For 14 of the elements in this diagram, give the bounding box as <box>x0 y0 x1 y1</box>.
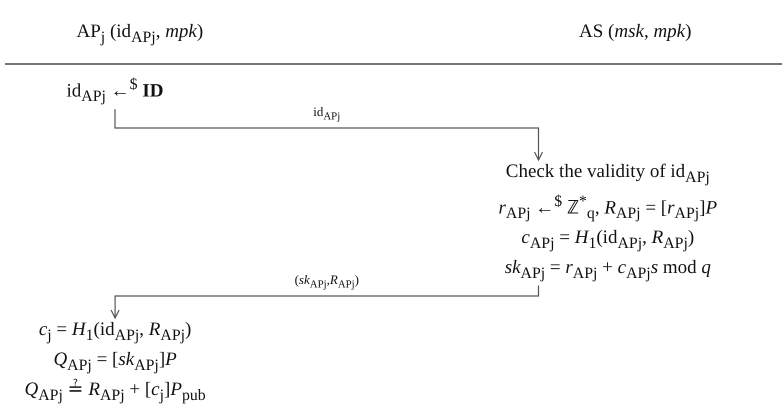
edge-label: (sk$_{APj}$,R$_{APj}$) <box>292 272 362 291</box>
formula-text: Q$_{APj}$ ≟ R$_{APj}$ + [c$_{j}$]P$_{pub}$ <box>24 378 206 406</box>
edge-label: id$_{APj}$ <box>311 104 342 123</box>
formula-text: sk$_{APj}$ = r$_{APj}$ + c$_{APj}$s mod q <box>504 256 712 284</box>
formula-text: id$_{APj}$ ←$^{$}$ ID <box>66 73 164 110</box>
formula-text: Q$_{APj}$ = [sk$_{APj}$]P <box>52 348 178 376</box>
arrow <box>114 109 544 161</box>
arrow <box>110 286 540 319</box>
formula-text: c$_{j}$ = H$_{1}$(id$_{APj}$, R$_{APj}$) <box>38 318 192 346</box>
formula-text: r$_{APj}$ ←$^{$}$ ℤ$^{*}$$_{q}$, R$_{APj}$ = [r$_{APj}$]P <box>498 192 718 224</box>
formula-text: c$_{APj}$ = H$_{1}$(id$_{APj}$, R$_{APj}$) <box>520 226 696 254</box>
formula-text: Check the validity of id$_{APj}$ <box>504 160 711 188</box>
party-header: AS (msk, mpk) <box>579 20 692 44</box>
party-header: AP$_{j}$ (id$_{APj}$, mpk) <box>76 20 204 50</box>
